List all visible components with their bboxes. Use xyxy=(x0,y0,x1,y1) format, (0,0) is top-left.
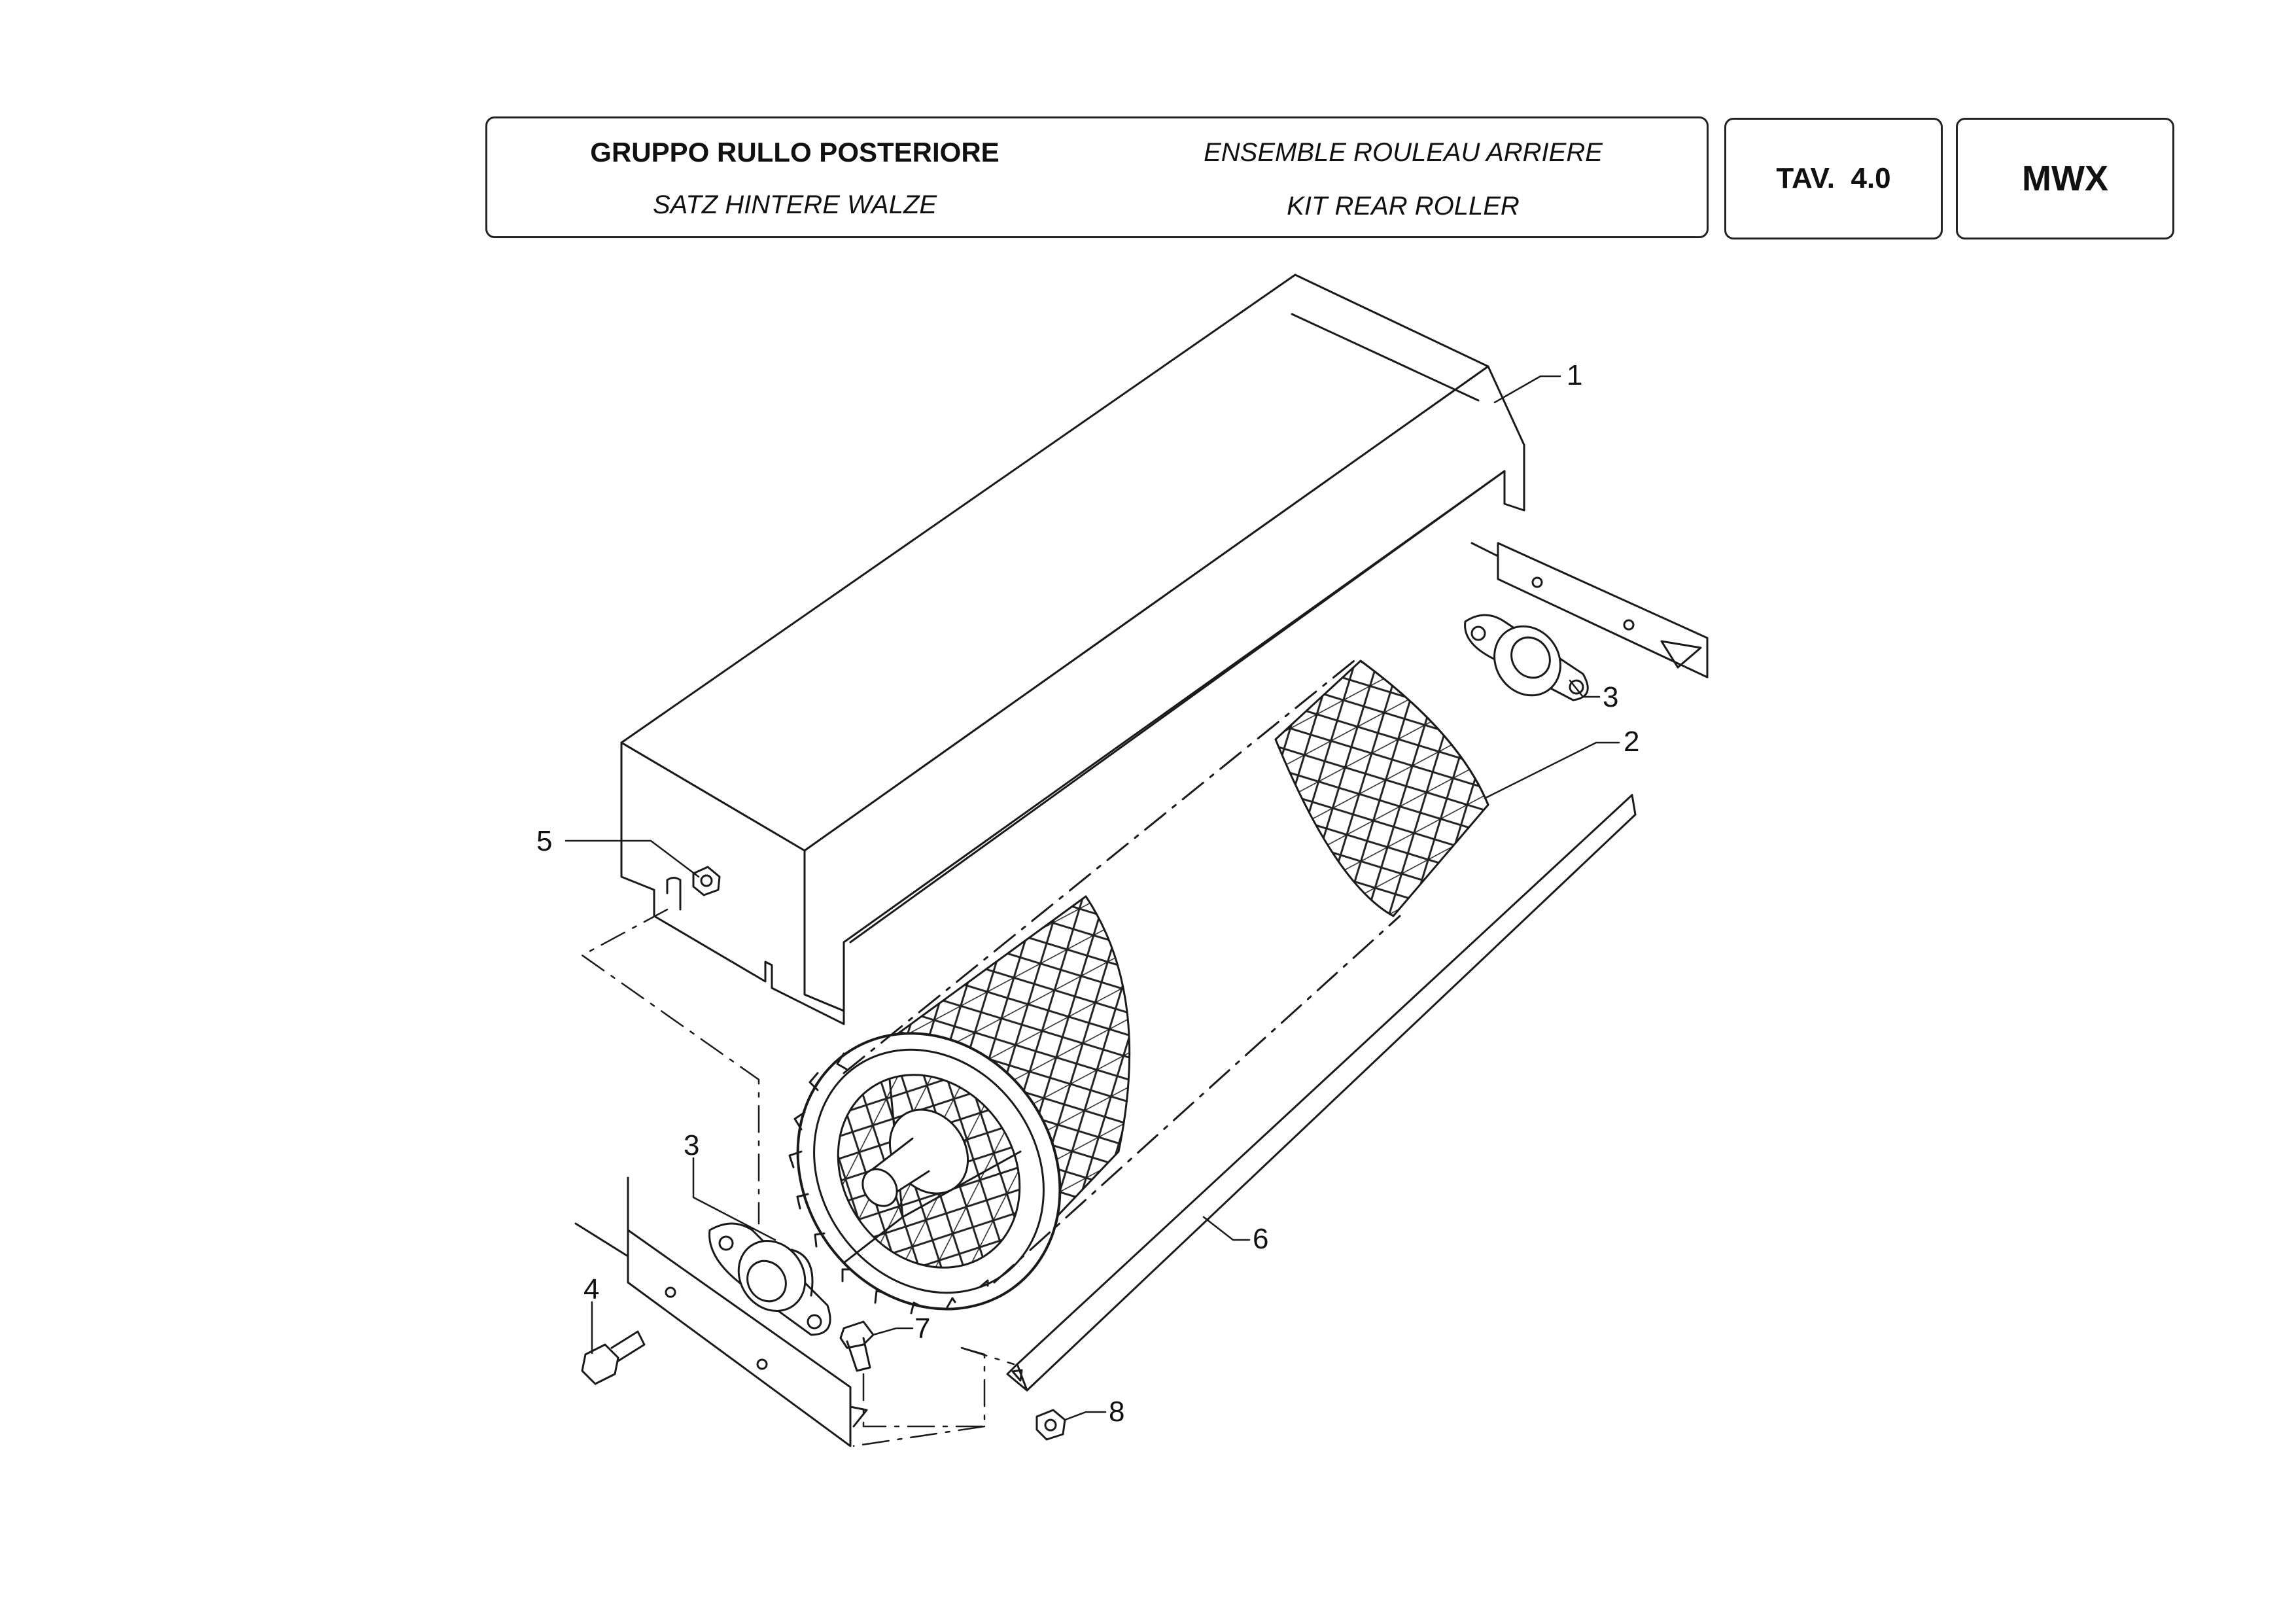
callout-4: 4 xyxy=(583,1273,599,1305)
callout-6: 6 xyxy=(1253,1223,1268,1255)
table-number-block: TAV. 4.0 xyxy=(1724,118,1943,239)
callout-3-left: 3 xyxy=(684,1129,699,1161)
leader-lines xyxy=(565,375,1620,1421)
callout-8: 8 xyxy=(1109,1396,1124,1428)
model-block: MWX xyxy=(1956,118,2174,239)
model-code: MWX xyxy=(2022,159,2108,198)
left-side-plate xyxy=(574,1176,868,1447)
assembly-lines xyxy=(581,908,1015,1447)
callout-1: 1 xyxy=(1567,359,1582,391)
callout-3-right: 3 xyxy=(1603,681,1618,713)
nut-part-8 xyxy=(1035,1409,1066,1441)
table-number: TAV. 4.0 xyxy=(1776,162,1891,194)
roller xyxy=(788,660,1489,1315)
nut-part-5 xyxy=(692,866,721,896)
bolt-part-7 xyxy=(839,1320,875,1372)
title-german: SATZ HINTERE WALZE xyxy=(652,190,937,219)
right-side-plate xyxy=(1470,542,1709,679)
title-block: GRUPPO RULLO POSTERIORE ENSEMBLE ROULEAU… xyxy=(485,116,1709,238)
title-english: KIT REAR ROLLER xyxy=(1287,192,1520,221)
callout-7: 7 xyxy=(914,1313,930,1345)
title-italian: GRUPPO RULLO POSTERIORE xyxy=(590,137,1000,168)
title-french: ENSEMBLE ROULEAU ARRIERE xyxy=(1204,138,1603,167)
bearing-flange-left xyxy=(708,1222,831,1336)
roller-cover xyxy=(620,274,1525,1025)
bearing-flange-right xyxy=(1464,614,1589,701)
callout-5: 5 xyxy=(536,825,552,857)
scraper-bar xyxy=(1006,794,1637,1392)
callout-2: 2 xyxy=(1624,726,1639,758)
bolt-part-4 xyxy=(581,1330,646,1385)
